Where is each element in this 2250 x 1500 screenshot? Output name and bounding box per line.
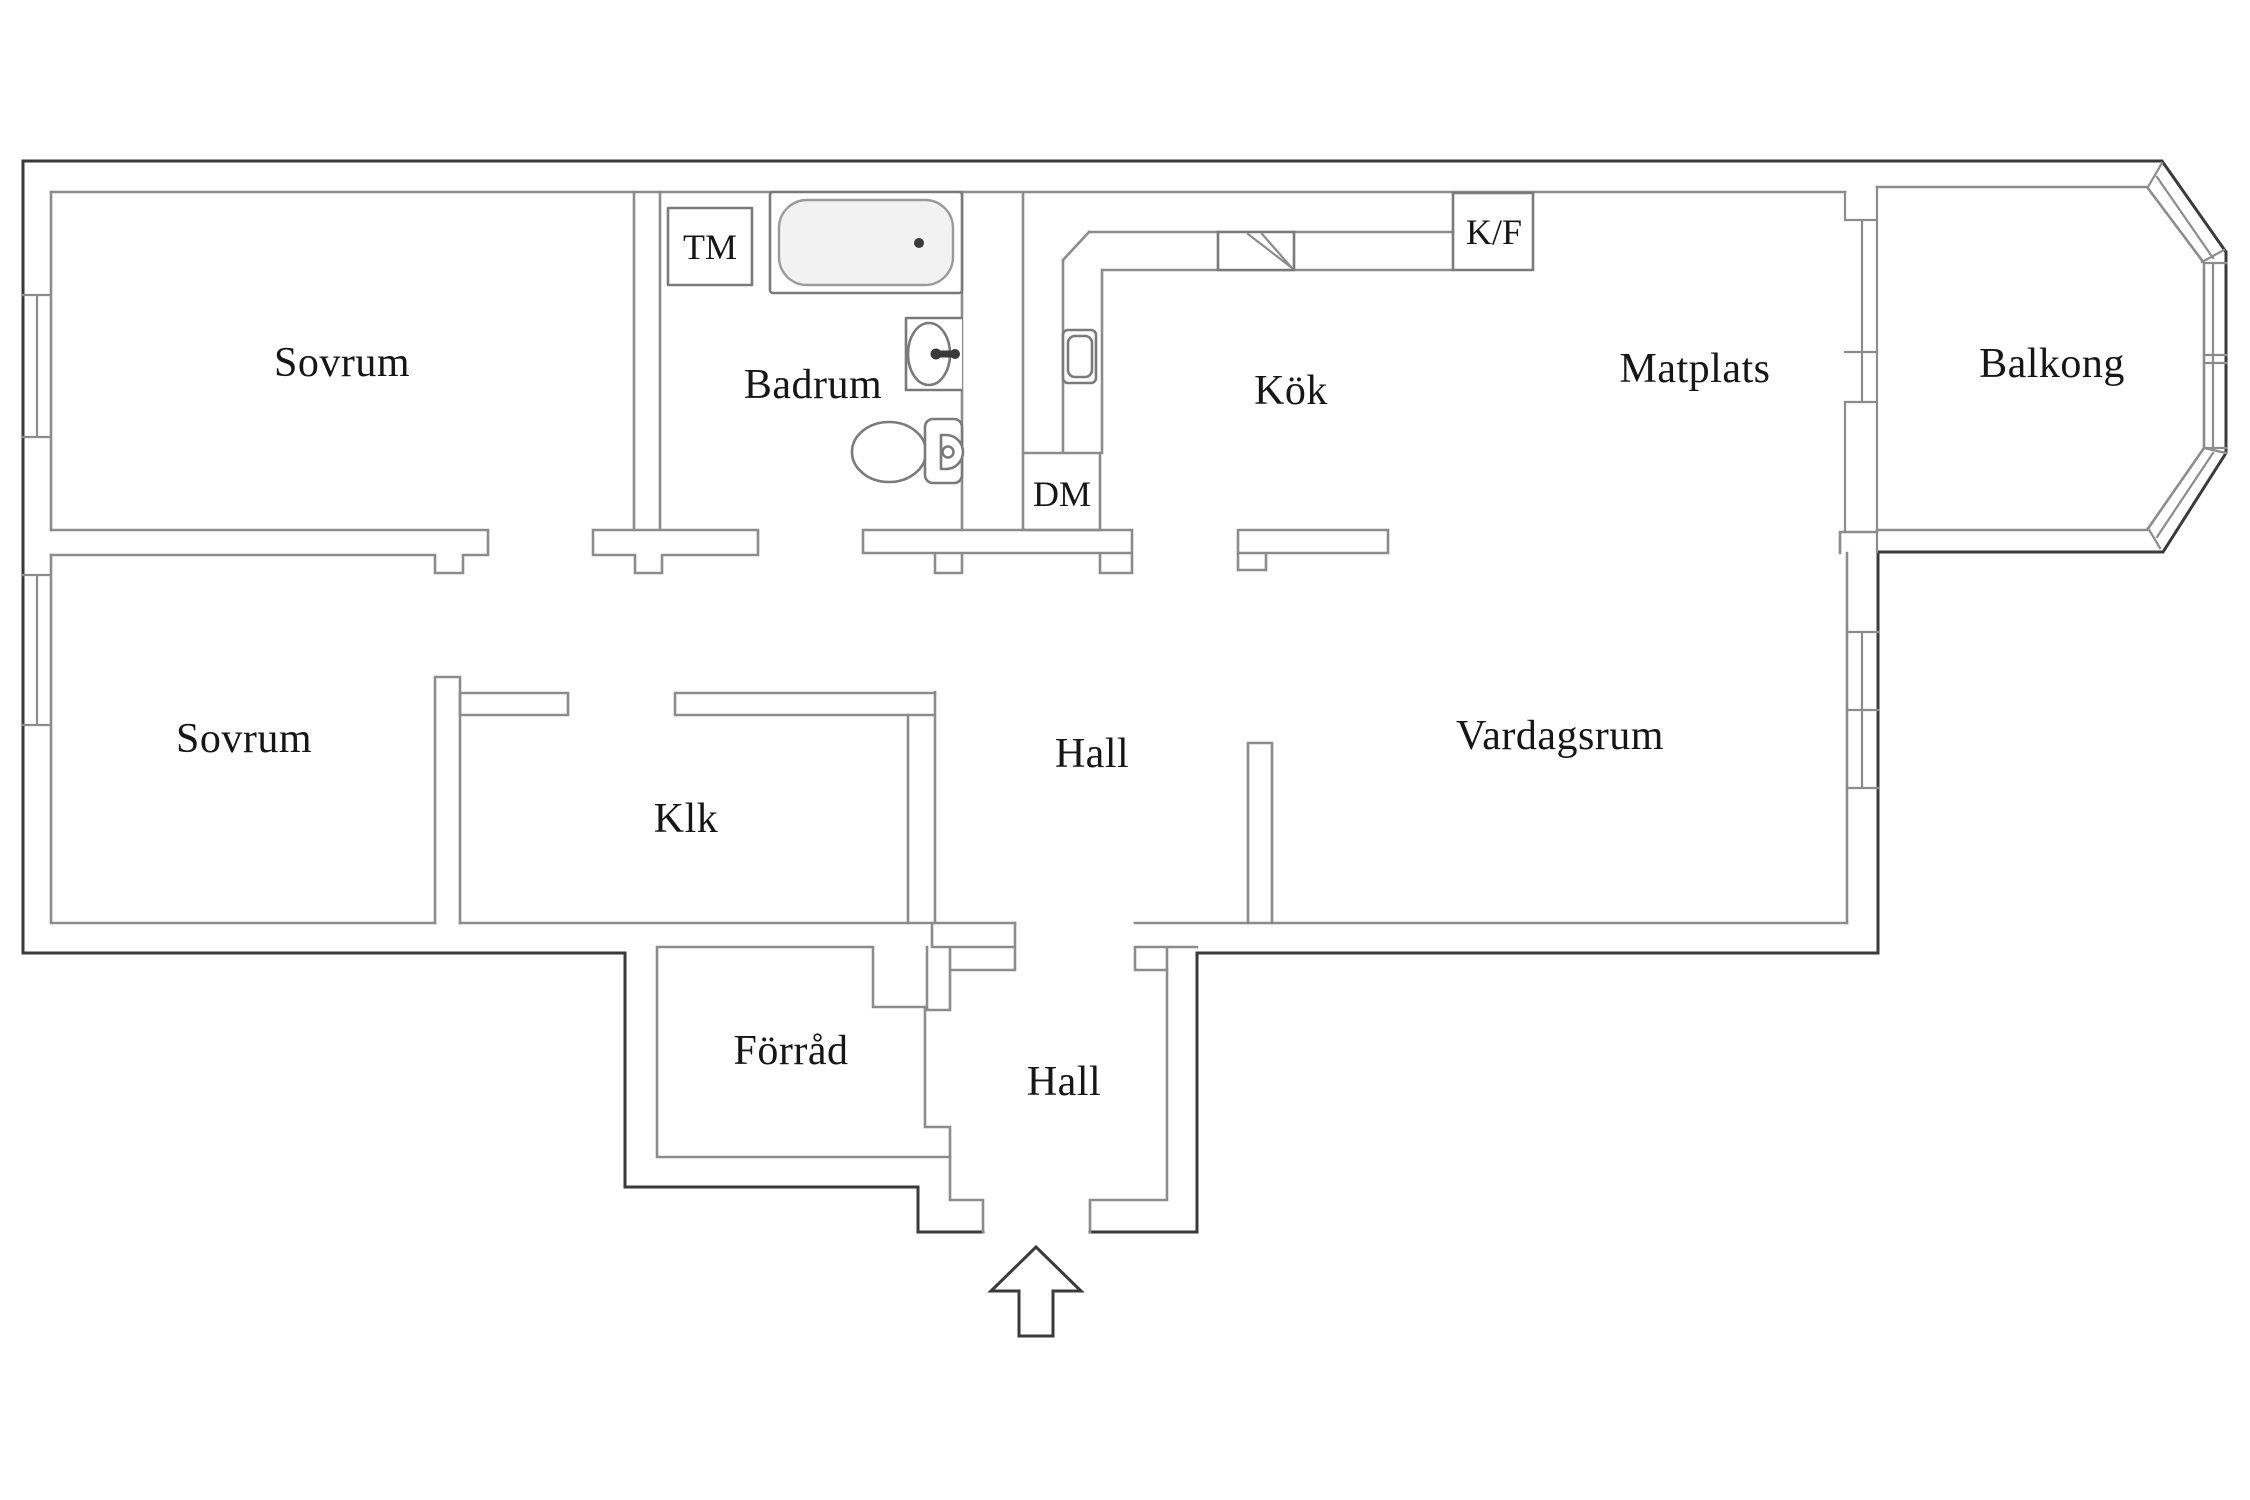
- label-hall-lower: Hall: [1027, 1059, 1101, 1105]
- label-sovrum-top: Sovrum: [274, 340, 410, 386]
- forrad-interior-walls: [655, 945, 952, 1159]
- label-klk: Klk: [654, 796, 719, 842]
- hall-lower-top-wall: [925, 921, 1199, 1012]
- room-labels: Sovrum Badrum Kök Matplats Balkong Sovru…: [176, 340, 2125, 1105]
- fridge-freezer-box: [1451, 191, 1535, 272]
- hall-vardagsrum-divider: [1246, 741, 1274, 925]
- appliance-labels: TM DM K/F: [683, 212, 1522, 514]
- balcony-inner-edge: [1875, 185, 2206, 532]
- window-balcony-lower-chamfer: [2146, 446, 2228, 550]
- outer-boundary-top-right: [21, 159, 2228, 1234]
- washbasin-icon: [904, 316, 962, 392]
- label-matplats: Matplats: [1620, 346, 1771, 392]
- label-dm: DM: [1033, 474, 1091, 514]
- label-tm: TM: [683, 227, 737, 267]
- window-balcony-wall: [1843, 185, 1879, 554]
- window-vardagsrum: [1845, 630, 1880, 790]
- label-forrad: Förråd: [734, 1028, 849, 1074]
- entrance-arrow-icon: [987, 1244, 1085, 1338]
- label-vardagsrum: Vardagsrum: [1456, 713, 1664, 759]
- label-kf: K/F: [1466, 212, 1522, 252]
- window-sovrum-bottom: [21, 573, 53, 727]
- label-kok: Kök: [1254, 368, 1328, 414]
- windows: [21, 161, 2228, 790]
- midwall-piece-center: [861, 528, 1134, 575]
- klk-right-wall: [906, 690, 937, 925]
- midwall-piece-east: [1838, 530, 1879, 555]
- label-sovrum-bottom: Sovrum: [176, 716, 312, 762]
- washing-machine-box: [666, 206, 754, 287]
- stove-icon: [1216, 230, 1296, 272]
- sovrum-badrum-divider: [591, 190, 760, 575]
- fixtures: [666, 190, 1535, 1338]
- sovrum2-klk-divider: [433, 675, 462, 925]
- midwall-piece-west: [49, 528, 490, 575]
- bathtub-icon: [768, 190, 964, 295]
- outer-boundary-bottom-left: [21, 159, 985, 1234]
- klk-top-wall: [458, 691, 937, 717]
- window-sovrum-top: [21, 293, 53, 439]
- window-balcony-upper-chamfer: [2146, 161, 2226, 264]
- label-balkong: Balkong: [1979, 341, 2125, 387]
- toilet-icon: [850, 417, 965, 485]
- label-badrum: Badrum: [744, 362, 882, 408]
- outer-walls: [21, 159, 2228, 1234]
- label-hall-upper: Hall: [1055, 731, 1129, 777]
- midwall-piece-kok: [1236, 528, 1390, 572]
- kitchen-sink-icon: [1061, 328, 1098, 385]
- entry-door-jambs: [948, 968, 1169, 1234]
- inner-walls: [49, 190, 1879, 1234]
- window-balcony-right: [2202, 261, 2228, 450]
